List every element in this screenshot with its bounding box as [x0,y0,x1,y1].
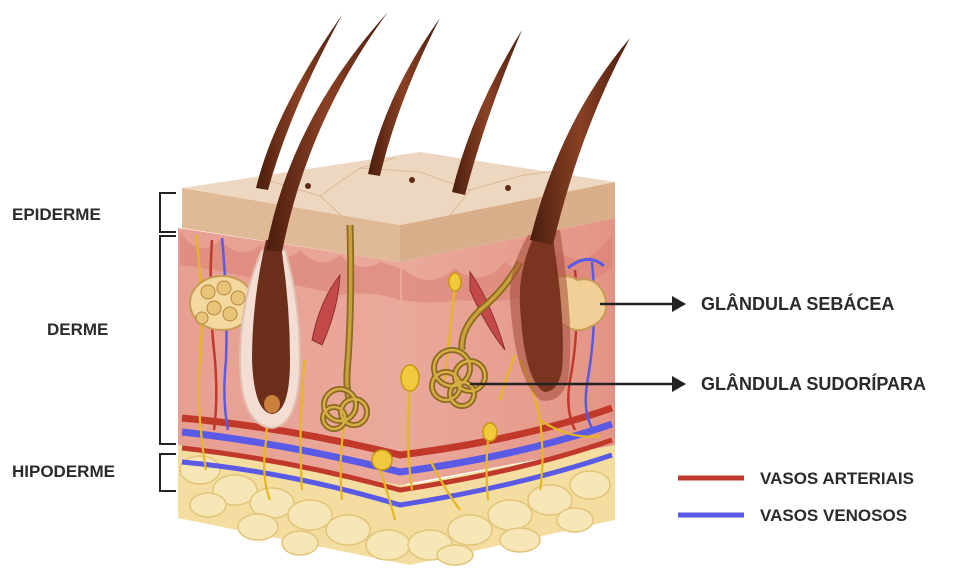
arrow-head-sebacea [672,296,686,312]
legend-label-venous: VASOS VENOSOS [760,506,907,525]
legend: VASOS ARTERIAIS VASOS VENOSOS [678,469,914,525]
label-hipoderme: HIPODERME [12,462,115,481]
label-derme: DERME [47,320,108,339]
arrow-head-sudoripara [672,376,686,392]
callout-sebacea: GLÂNDULA SEBÁCEA [701,293,894,314]
callout-sudoripara: GLÂNDULA SUDORÍPARA [701,373,926,394]
legend-label-arterial: VASOS ARTERIAIS [760,469,914,488]
layer-brackets [160,193,176,491]
label-epiderme: EPIDERME [12,205,101,224]
